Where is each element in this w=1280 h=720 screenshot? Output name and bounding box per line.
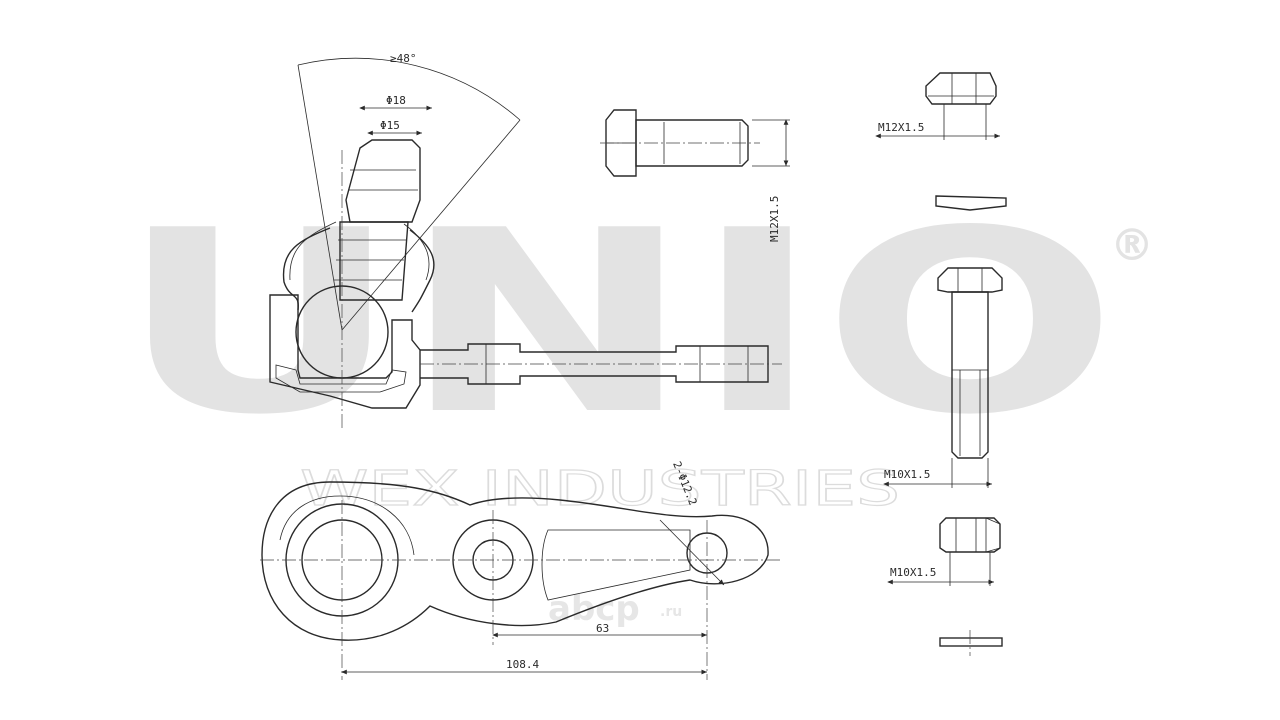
bolt-m10-label: M10X1.5 xyxy=(884,468,930,481)
nut-m10-label: M10X1.5 xyxy=(890,566,936,579)
washer-tapered xyxy=(935,195,1007,211)
nut-m12: M12X1.5 xyxy=(875,72,1000,140)
nut-m12-label: M12X1.5 xyxy=(878,121,924,134)
watermark-registered: ® xyxy=(1110,220,1154,271)
angle-arc xyxy=(297,57,521,121)
plan-outline xyxy=(261,481,769,641)
stud-taper xyxy=(345,139,421,223)
len-63-label: 63 xyxy=(596,622,609,635)
bolt-m10: M10X1.5 xyxy=(883,267,1003,488)
watermark-site-suffix: .ru xyxy=(660,604,682,620)
bolt-m12: M12X1.5 xyxy=(600,109,790,242)
dia-outer-label: Φ18 xyxy=(386,94,406,107)
washer-flat xyxy=(939,630,1003,656)
len-108-label: 108.4 xyxy=(506,658,539,671)
angle-label: ≥48° xyxy=(390,52,417,65)
bolt-m12-label: M12X1.5 xyxy=(768,196,781,242)
watermark-site: abcp xyxy=(548,589,640,629)
dia-inner-label: Φ15 xyxy=(380,119,400,132)
watermark-subtitle: WEX INDUSTRIES xyxy=(300,461,900,517)
ball-joint-section-view: ≥48° Φ18 Φ15 xyxy=(269,52,782,430)
watermark-brand: UNIO xyxy=(118,177,1118,470)
boot-right xyxy=(409,229,435,313)
watermark: UNIO ® WEX INDUSTRIES abcp .ru xyxy=(118,177,1154,629)
housing xyxy=(269,294,421,409)
nut-m10: M10X1.5 xyxy=(887,517,1001,586)
